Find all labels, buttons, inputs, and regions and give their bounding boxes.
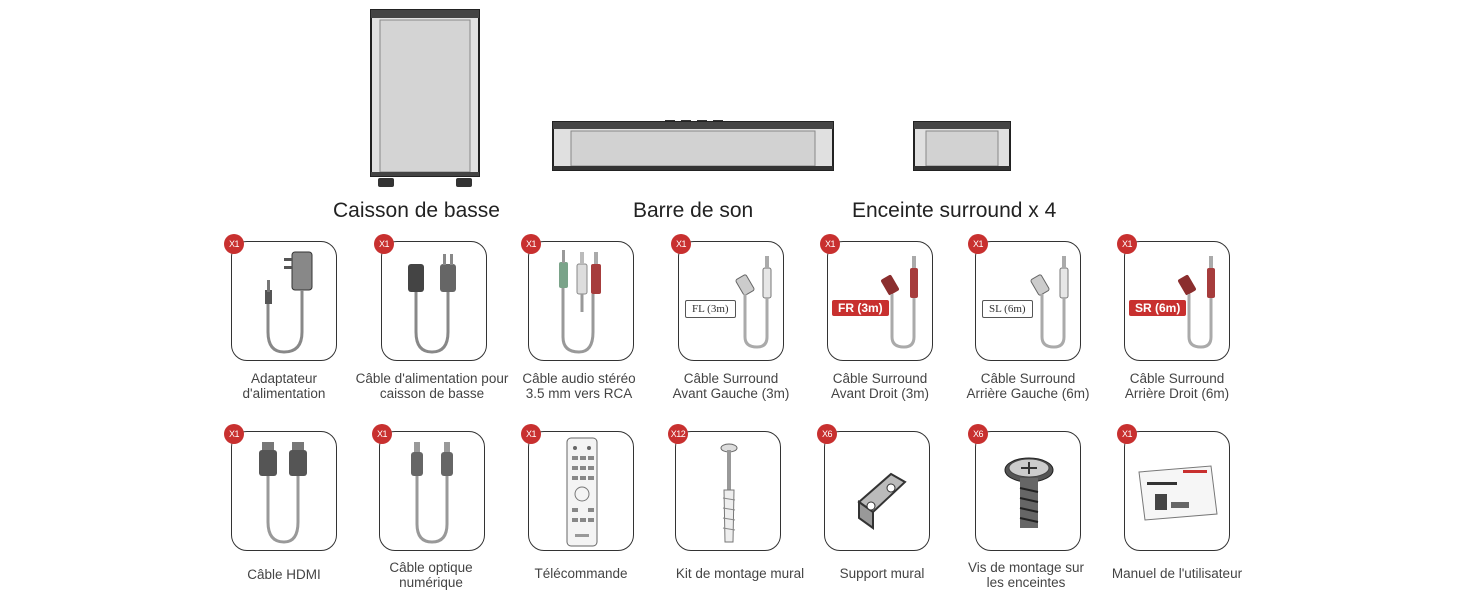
wall-anchor-icon bbox=[720, 443, 738, 543]
accessory-card-wall-kit: X12 bbox=[668, 424, 781, 551]
accessory-caption: Câble HDMI bbox=[247, 567, 321, 582]
surround-cable-icon bbox=[881, 256, 918, 349]
soundbar-icon bbox=[552, 120, 834, 171]
accessory-card-power-cable: X1 bbox=[374, 234, 487, 361]
accessory-card-surround-sl: SL (6m) X1 bbox=[968, 234, 1081, 361]
remote-control-icon bbox=[566, 437, 598, 547]
quantity-badge: X1 bbox=[820, 234, 840, 254]
rca-cable-icon bbox=[559, 250, 601, 354]
accessory-card-power-adapter: X1 bbox=[224, 234, 337, 361]
wall-bracket-icon bbox=[857, 472, 907, 530]
accessory-card-hdmi: X1 bbox=[224, 424, 337, 551]
accessory-card-manual: X1 bbox=[1117, 424, 1230, 551]
surround-cable-icon bbox=[735, 256, 772, 349]
cable-tag: FL (3m) bbox=[685, 300, 736, 318]
user-manual-icon bbox=[1138, 465, 1218, 521]
product-title-soundbar: Barre de son bbox=[633, 199, 754, 222]
quantity-badge: X6 bbox=[817, 424, 837, 444]
accessory-caption: Télécommande bbox=[534, 566, 628, 581]
accessory-card-optical: X1 bbox=[372, 424, 485, 551]
accessory-caption: Support mural bbox=[839, 566, 925, 581]
accessory-card-remote: X1 bbox=[521, 424, 634, 551]
quantity-badge: X12 bbox=[668, 424, 688, 444]
product-title-surround: Enceinte surround x 4 bbox=[852, 199, 1057, 222]
quantity-badge: X1 bbox=[372, 424, 392, 444]
accessory-card-screw: X6 bbox=[968, 424, 1081, 551]
accessory-caption: Kit de montage mural bbox=[675, 566, 805, 581]
surround-speaker-icon bbox=[913, 121, 1011, 171]
optical-cable-icon bbox=[411, 442, 453, 544]
accessory-card-surround-fr: FR (3m) X1 bbox=[820, 234, 933, 361]
cable-tag: FR (3m) bbox=[832, 300, 889, 316]
cable-tag: SR (6m) bbox=[1129, 300, 1187, 316]
screw-icon bbox=[1004, 457, 1054, 528]
accessory-caption: Manuel de l'utilisateur bbox=[1111, 566, 1243, 581]
quantity-badge: X1 bbox=[224, 424, 244, 444]
hdmi-cable-icon bbox=[259, 442, 307, 544]
quantity-badge: X1 bbox=[671, 234, 691, 254]
surround-cable-icon bbox=[1030, 256, 1069, 349]
product-title-subwoofer: Caisson de basse bbox=[333, 199, 500, 222]
accessory-card-surround-fl: FL (3m) X1 bbox=[671, 234, 784, 361]
quantity-badge: X6 bbox=[968, 424, 988, 444]
cable-tag: SL (6m) bbox=[982, 300, 1033, 318]
quantity-badge: X1 bbox=[1117, 234, 1137, 254]
subwoofer-icon bbox=[370, 9, 480, 187]
power-cable-icon bbox=[408, 254, 456, 354]
power-adapter-icon bbox=[265, 251, 313, 354]
accessory-card-surround-sr: SR (6m) X1 bbox=[1117, 234, 1230, 361]
quantity-badge: X1 bbox=[374, 234, 394, 254]
quantity-badge: X1 bbox=[224, 234, 244, 254]
accessory-card-rca-cable: X1 bbox=[521, 234, 634, 361]
quantity-badge: X1 bbox=[968, 234, 988, 254]
quantity-badge: X1 bbox=[521, 234, 541, 254]
accessory-card-wall-bracket: X6 bbox=[817, 424, 930, 551]
surround-cable-icon bbox=[1178, 256, 1215, 349]
quantity-badge: X1 bbox=[1117, 424, 1137, 444]
quantity-badge: X1 bbox=[521, 424, 541, 444]
